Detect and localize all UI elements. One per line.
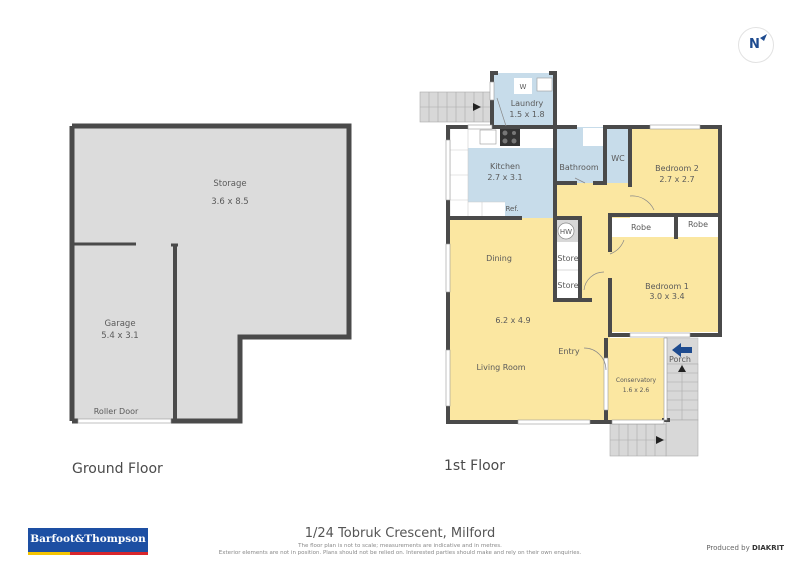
bedroom2-name: Bedroom 2 xyxy=(655,164,699,173)
fridge-label: Ref. xyxy=(505,205,518,213)
entry-name: Entry xyxy=(558,347,580,356)
disclaimer-line-2: Exterior elements are not in position. P… xyxy=(218,550,582,556)
disclaimer-line-1: The floor plan is not to scale; measurem… xyxy=(298,543,502,549)
stairs-laundry xyxy=(419,91,493,123)
kitchen-name: Kitchen xyxy=(490,162,520,171)
first-floor-plan xyxy=(419,71,722,457)
robe2-label: Robe xyxy=(688,220,708,229)
north-compass: N xyxy=(738,27,774,63)
logo-yellow-bar xyxy=(28,552,70,555)
laundry-fixture: W xyxy=(520,83,527,91)
store1-label: Store xyxy=(557,254,578,263)
ground-floor-label: Ground Floor xyxy=(72,461,163,477)
conservatory-name: Conservatory xyxy=(616,377,657,384)
garage-dims: 5.4 x 3.1 xyxy=(101,331,138,341)
north-label: N xyxy=(749,37,760,52)
north-arrow-icon xyxy=(760,34,767,41)
produced-by-brand: DIAKRIT xyxy=(751,544,784,552)
porch-name: Porch xyxy=(669,355,691,364)
bedroom2-dims: 2.7 x 2.7 xyxy=(659,175,694,184)
wc-name: WC xyxy=(611,154,625,163)
living-room-name: Living Room xyxy=(476,363,525,372)
laundry-name: Laundry xyxy=(511,99,544,108)
store2-label: Store xyxy=(557,281,578,290)
produced-by-prefix: Produced by xyxy=(706,544,750,552)
roller-door-label: Roller Door xyxy=(94,407,139,416)
hot-water-label: HW xyxy=(560,228,572,236)
living-dims: 6.2 x 4.9 xyxy=(495,316,530,325)
garage-name: Garage xyxy=(104,319,135,329)
bathroom-name: Bathroom xyxy=(559,163,599,172)
produced-by: Produced by DIAKRIT xyxy=(706,544,784,552)
storage-name: Storage xyxy=(213,179,246,189)
dining-name: Dining xyxy=(486,254,512,263)
agency-logo-text: Barfoot&Thompson xyxy=(30,533,146,545)
laundry-dims: 1.5 x 1.8 xyxy=(509,110,544,119)
stairs-conservatory xyxy=(609,423,667,457)
conservatory-dims: 1.6 x 2.6 xyxy=(623,387,650,394)
stairs-porch xyxy=(665,363,699,457)
room-labels: Storage 3.6 x 8.5 Garage 5.4 x 3.1 Rolle… xyxy=(94,83,708,416)
agency-logo: Barfoot&Thompson xyxy=(28,528,148,555)
bedroom1-dims: 3.0 x 3.4 xyxy=(649,292,684,301)
kitchen-dims: 2.7 x 3.1 xyxy=(487,173,522,182)
logo-red-bar xyxy=(70,552,148,555)
robe1-label: Robe xyxy=(631,223,651,232)
storage-dims: 3.6 x 8.5 xyxy=(211,197,248,207)
first-floor-label: 1st Floor xyxy=(444,458,505,474)
ground-floor-plan xyxy=(69,123,352,424)
property-address: 1/24 Tobruk Crescent, Milford xyxy=(304,526,496,541)
bedroom1-name: Bedroom 1 xyxy=(645,282,689,291)
